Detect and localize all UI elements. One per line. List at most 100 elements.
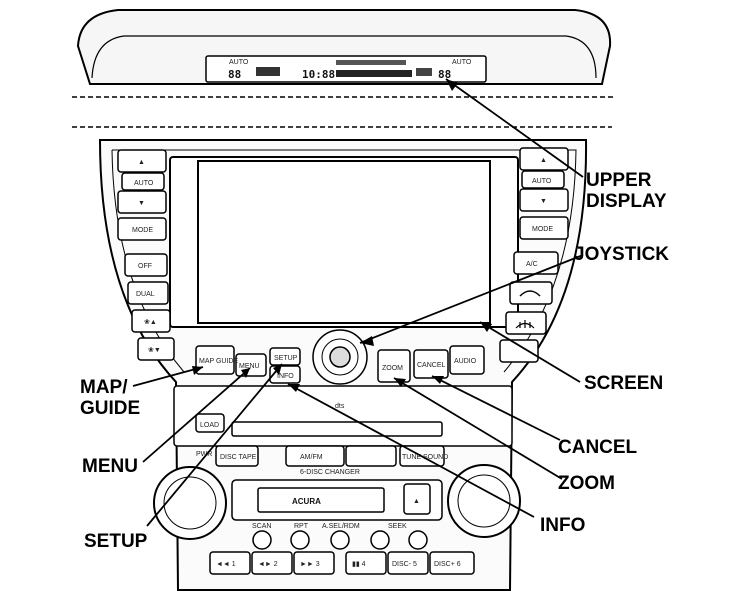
defrost-icon (515, 320, 535, 329)
fan-down-button[interactable] (137, 337, 175, 361)
mode-label-left: MODE (132, 227, 153, 234)
preset-6-button[interactable] (429, 551, 475, 575)
screen-callout: SCREEN (584, 373, 664, 394)
upper-display-segments: AUTO 88 10:88 88 AUTO (228, 59, 472, 81)
menu-callout: MENU (82, 456, 138, 477)
leader-arrowheads (192, 79, 492, 392)
leader-zoom (393, 377, 563, 480)
upper-display-temp-left: 88 (228, 68, 241, 81)
recirculate-icon (519, 290, 541, 297)
rpt-label: RPT (294, 523, 309, 530)
eject-icon: ▲ (413, 498, 420, 505)
round-buttons (252, 530, 428, 550)
preset-5-label: DISC- 5 (392, 561, 417, 568)
mode-label-right: MODE (532, 226, 553, 233)
leader-upper-display (445, 78, 584, 178)
preset-2-button[interactable] (251, 551, 293, 575)
rpt-button[interactable] (290, 530, 310, 550)
preset-3-button[interactable] (293, 551, 335, 575)
info-label: INFO (277, 373, 294, 380)
mode-button-left[interactable] (117, 217, 167, 241)
right-climate-buttons (499, 147, 569, 363)
disc-slot (231, 421, 443, 437)
preset-1-button[interactable] (209, 551, 251, 575)
knobs (153, 464, 521, 540)
map-guide-callout: MAP/ GUIDE (80, 377, 141, 419)
upper-display-auto-left: AUTO (229, 59, 249, 66)
map-guide-button[interactable] (195, 345, 235, 375)
upper-display-temp-right: 88 (438, 68, 451, 81)
cancel-callout: CANCEL (558, 437, 638, 458)
dual-button[interactable] (127, 281, 169, 305)
scan-button[interactable] (252, 530, 272, 550)
changer-label: 6-DISC CHANGER (300, 469, 360, 476)
audio-label: AUDIO (454, 358, 477, 365)
preset-2-label: ◄► 2 (258, 561, 278, 568)
preset-3-label: ►► 3 (300, 561, 320, 568)
off-button[interactable] (124, 253, 168, 277)
setup-button[interactable] (269, 347, 301, 366)
rear-defrost-button[interactable] (499, 339, 539, 363)
auto-button-left[interactable] (121, 172, 165, 191)
nav-row-labels: MAP GUIDE MENU SETUP INFO ZOOM CANCEL AU… (199, 355, 477, 380)
am-fm-button[interactable] (285, 445, 345, 467)
nav-row (195, 329, 485, 385)
recirculate-button[interactable] (509, 281, 553, 305)
fan-down-label: ❀▼ (148, 347, 161, 354)
svg-text:▲: ▲ (540, 157, 547, 164)
disc-tape-label: DISC TAPE (220, 454, 257, 461)
upper-display-callout: UPPER DISPLAY (586, 170, 667, 212)
disc-tape-button[interactable] (215, 445, 259, 467)
temp-down-button-left[interactable] (117, 190, 167, 214)
zoom-button[interactable] (377, 349, 411, 383)
fan-up-label: ❀▲ (144, 319, 157, 326)
left-climate-labels: ▲ AUTO ▼ MODE OFF DUAL ❀▲ ❀▼ (132, 159, 161, 354)
am-fm-label: AM/FM (300, 454, 323, 461)
mode-button-right[interactable] (519, 216, 569, 240)
temp-down-button-right[interactable] (519, 188, 569, 212)
preset-5-button[interactable] (387, 551, 429, 575)
leader-joystick (359, 254, 584, 344)
xm-button[interactable] (345, 445, 397, 467)
zoom-label: ZOOM (382, 365, 403, 372)
temp-up-button-left[interactable] (117, 149, 167, 173)
screen (197, 160, 491, 324)
preset-6-label: DISC+ 6 (434, 561, 461, 568)
rdm-button[interactable] (330, 530, 350, 550)
rdm-label: A.SEL/RDM (322, 523, 360, 530)
off-label: OFF (138, 263, 152, 270)
auto-label-right: AUTO (532, 178, 552, 185)
seek-up-button[interactable] (408, 530, 428, 550)
leader-screen (479, 321, 581, 383)
upper-display-auto-right: AUTO (452, 59, 472, 66)
leader-info (287, 383, 535, 518)
auto-button-right[interactable] (521, 170, 565, 189)
eject-button[interactable] (403, 483, 431, 515)
joystick-callout: JOYSTICK (574, 244, 670, 265)
load-button[interactable] (195, 413, 225, 433)
pwr-label: PWR (196, 451, 212, 458)
audio-button[interactable] (449, 345, 485, 375)
preset-4-label: ▮▮ 4 (352, 561, 366, 568)
info-callout: INFO (540, 515, 586, 536)
leader-lines (132, 78, 584, 527)
svg-text:▼: ▼ (540, 198, 547, 205)
round-button-labels: SCAN RPT A.SEL/RDM SEEK (252, 523, 407, 530)
upper-display-time: 10:88 (302, 68, 335, 81)
preset-4-button[interactable] (345, 551, 387, 575)
map-guide-label: MAP GUIDE (199, 358, 238, 365)
load-label: LOAD (200, 422, 219, 429)
ac-label: A/C (526, 261, 538, 268)
leader-cancel (431, 375, 561, 441)
preset-row (209, 551, 475, 575)
preset-labels: ◄◄ 1 ◄► 2 ►► 3 ▮▮ 4 DISC- 5 DISC+ 6 (216, 561, 461, 568)
right-climate-labels: ▲ AUTO ▼ MODE A/C (515, 157, 553, 329)
fan-up-button[interactable] (131, 309, 171, 333)
setup-label: SETUP (274, 355, 298, 362)
cancel-label: CANCEL (417, 362, 446, 369)
seek-down-button[interactable] (370, 530, 390, 550)
zoom-callout: ZOOM (558, 473, 615, 494)
leader-setup (146, 363, 283, 527)
trim-lines (72, 96, 615, 128)
cancel-button[interactable] (413, 349, 449, 379)
